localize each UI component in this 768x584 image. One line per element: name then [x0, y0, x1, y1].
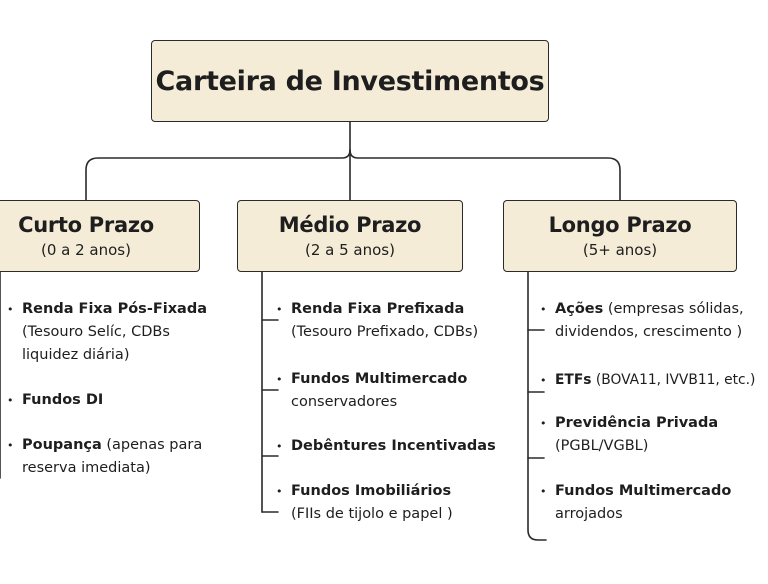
- bullet-icon: •: [540, 303, 547, 316]
- root-stem: [85, 121, 351, 201]
- bullet-icon: •: [540, 417, 547, 430]
- longo-prazo-title: Longo Prazo: [548, 213, 692, 237]
- longo-spine: [527, 271, 547, 541]
- list-item: • Fundos Multimercado arrojados: [540, 480, 731, 526]
- list-item: • Renda Fixa Pós-Fixada (Tesouro Selíc, …: [7, 298, 207, 367]
- medio-prazo-subtitle: (2 a 5 anos): [305, 241, 395, 259]
- list-item: • Renda Fixa Prefixada (Tesouro Prefixad…: [276, 298, 478, 344]
- bullet-icon: •: [7, 439, 14, 452]
- medio-prazo-title: Médio Prazo: [278, 213, 422, 237]
- list-item: • Fundos Multimercado conservadores: [276, 368, 467, 414]
- root-branch-right: [349, 149, 621, 201]
- root-node: Carteira de Investimentos: [151, 40, 549, 122]
- bullet-icon: •: [540, 374, 547, 387]
- root-title: Carteira de Investimentos: [155, 65, 545, 97]
- list-item: • Debêntures Incentivadas: [276, 435, 496, 458]
- bullet-icon: •: [276, 440, 283, 453]
- list-item: • Poupança (apenas para reserva imediata…: [7, 434, 202, 480]
- medio-prazo-node: Médio Prazo (2 a 5 anos): [237, 200, 463, 272]
- bullet-icon: •: [7, 303, 14, 316]
- curto-prazo-node: Curto Prazo (0 a 2 anos): [0, 200, 200, 272]
- longo-prazo-node: Longo Prazo (5+ anos): [503, 200, 737, 272]
- bullet-icon: •: [7, 394, 14, 407]
- list-item: • Fundos DI: [7, 389, 103, 412]
- longo-prazo-subtitle: (5+ anos): [582, 241, 658, 259]
- bullet-icon: •: [276, 373, 283, 386]
- list-item: • ETFs (BOVA11, IVVB11, etc.): [540, 369, 755, 392]
- bullet-icon: •: [276, 485, 283, 498]
- curto-prazo-title: Curto Prazo: [18, 213, 154, 237]
- bullet-icon: •: [276, 303, 283, 316]
- list-item: • Ações (empresas sólidas, dividendos, c…: [540, 298, 744, 344]
- curto-prazo-subtitle: (0 a 2 anos): [41, 241, 131, 259]
- list-item: • Previdência Privada (PGBL/VGBL): [540, 412, 718, 458]
- bullet-icon: •: [540, 485, 547, 498]
- list-item: • Fundos Imobiliários (FIIs de tijolo e …: [276, 480, 453, 526]
